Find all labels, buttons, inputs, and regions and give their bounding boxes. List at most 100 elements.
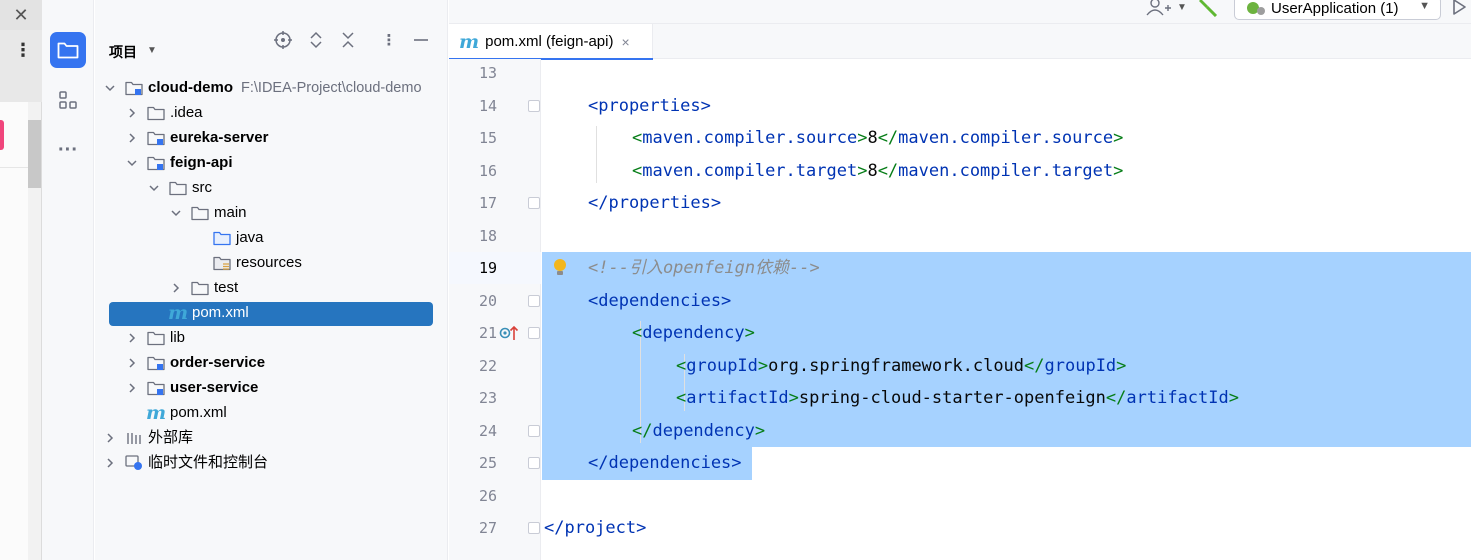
maven-icon: m xyxy=(459,30,480,53)
tree-item-user-service[interactable]: user-service xyxy=(125,376,258,400)
background-toolbar xyxy=(0,30,42,102)
editor-area: ▼ UserApplication (1) ▼ m pom.xml (feign… xyxy=(449,0,1471,560)
add-user-icon[interactable] xyxy=(1145,0,1175,23)
chevron-right-icon[interactable] xyxy=(103,431,117,445)
tree-spacer xyxy=(125,406,139,420)
tree-item-idea[interactable]: .idea xyxy=(125,101,203,125)
structure-tool-button[interactable] xyxy=(50,82,86,118)
tab-pom-xml[interactable]: m pom.xml (feign-api) × xyxy=(449,24,653,60)
tree-item-src[interactable]: src xyxy=(147,176,212,200)
chevron-down-icon[interactable]: ▼ xyxy=(1177,2,1187,13)
tree-item-feign-api[interactable]: feign-api xyxy=(125,151,233,175)
module-folder-icon xyxy=(147,380,165,396)
chevron-down-icon[interactable] xyxy=(103,81,117,95)
chevron-right-icon[interactable] xyxy=(125,106,139,120)
overridden-dependency-icon[interactable] xyxy=(499,324,519,345)
chevron-right-icon[interactable] xyxy=(169,281,183,295)
menu-dots-icon[interactable]: ⋮ xyxy=(14,40,32,60)
module-folder-icon xyxy=(147,130,165,146)
code-line[interactable]: </project> xyxy=(544,512,646,544)
code-line[interactable]: <maven.compiler.source>8</maven.compiler… xyxy=(632,122,1123,154)
more-icon[interactable]: ··· xyxy=(58,138,78,161)
tree-item-lib[interactable]: lib xyxy=(125,326,185,350)
code-token-txt: 8 xyxy=(867,160,878,181)
tree-item-test[interactable]: test xyxy=(169,276,238,300)
close-icon[interactable]: ✕ xyxy=(0,0,42,30)
tree-item-eureka-server[interactable]: eureka-server xyxy=(125,126,268,150)
line-number: 27 xyxy=(478,519,497,537)
code-line[interactable]: <dependencies> xyxy=(588,285,731,317)
chevron-right-icon[interactable] xyxy=(125,131,139,145)
lightbulb-icon[interactable] xyxy=(553,258,567,283)
fold-marker-icon[interactable] xyxy=(528,197,540,209)
indent-guide xyxy=(640,321,641,443)
collapse-all-icon[interactable] xyxy=(338,30,358,50)
module-folder-icon xyxy=(147,155,165,171)
code-line[interactable]: <maven.compiler.target>8</maven.compiler… xyxy=(632,155,1123,187)
code-token-comment: <!--引入openfeign依赖--> xyxy=(588,258,820,278)
code-token-br: </ xyxy=(877,160,899,181)
resources-folder-icon xyxy=(213,255,231,271)
locate-icon[interactable] xyxy=(273,30,293,50)
line-number: 25 xyxy=(478,454,497,472)
line-number: 23 xyxy=(478,389,497,407)
code-line[interactable]: <properties> xyxy=(588,90,711,122)
code-line[interactable]: <artifactId>spring-cloud-starter-openfei… xyxy=(676,382,1239,414)
code-token-tag: </dependencies> xyxy=(588,453,742,473)
chevron-down-icon[interactable] xyxy=(169,206,183,220)
code-line[interactable]: <dependency> xyxy=(632,317,755,349)
code-token-tag: groupId xyxy=(686,355,758,376)
chevron-right-icon[interactable] xyxy=(125,381,139,395)
fold-marker-icon[interactable] xyxy=(528,522,540,534)
run-icon[interactable] xyxy=(1451,0,1467,22)
fold-marker-icon[interactable] xyxy=(528,457,540,469)
chevron-right-icon[interactable] xyxy=(103,456,117,470)
options-icon[interactable]: ⋮ xyxy=(381,32,397,49)
tree-item-order-service[interactable]: order-service xyxy=(125,351,265,375)
code-line[interactable]: </dependencies> xyxy=(588,447,742,479)
fold-marker-icon[interactable] xyxy=(528,424,540,437)
code-token-br: > xyxy=(744,323,755,343)
line-number: 22 xyxy=(478,356,497,375)
fold-marker-icon[interactable] xyxy=(528,294,540,307)
run-configuration-selector[interactable]: UserApplication (1) ▼ xyxy=(1234,0,1441,20)
tree-item-java[interactable]: java xyxy=(191,226,264,250)
current-line-highlight xyxy=(449,252,541,284)
project-tool-button[interactable] xyxy=(50,32,86,68)
chevron-right-icon[interactable] xyxy=(125,331,139,345)
code-line[interactable]: <groupId>org.springframework.cloud</grou… xyxy=(676,350,1126,382)
chevron-down-icon[interactable]: ▼ xyxy=(147,45,157,56)
tree-item-main[interactable]: main xyxy=(169,201,247,225)
code-token-br: > xyxy=(754,420,766,441)
tree-item-label: order-service xyxy=(170,354,266,371)
build-hammer-icon[interactable] xyxy=(1198,0,1220,22)
tree-item[interactable]: 临时文件和控制台 xyxy=(103,451,268,475)
structure-icon xyxy=(59,91,77,109)
code-line[interactable]: </dependency> xyxy=(632,415,765,447)
folder-icon xyxy=(191,280,209,296)
chevron-right-icon[interactable] xyxy=(125,356,139,370)
code-token-txt: spring-cloud-starter-openfeign xyxy=(798,388,1106,408)
code-token-br: < xyxy=(632,160,643,181)
scrollbar-thumb[interactable] xyxy=(28,120,41,188)
tree-item[interactable]: 外部库 xyxy=(103,426,193,450)
minimize-icon[interactable] xyxy=(411,30,431,50)
chevron-down-icon[interactable] xyxy=(147,181,161,195)
close-icon[interactable]: × xyxy=(621,33,630,50)
code-token-tag: dependency xyxy=(642,323,745,343)
code-line[interactable]: <!--引入openfeign依赖--> xyxy=(588,252,820,284)
fold-marker-icon[interactable] xyxy=(528,327,540,339)
code-token-br: < xyxy=(676,355,687,376)
chevron-down-icon[interactable] xyxy=(125,156,139,170)
code-line[interactable]: </properties> xyxy=(588,187,721,219)
code-token-br: > xyxy=(757,355,769,376)
fold-marker-icon[interactable] xyxy=(528,99,540,112)
project-panel-title[interactable]: 项目 xyxy=(109,44,137,60)
background-panel xyxy=(0,102,28,560)
tree-item-resources[interactable]: resources xyxy=(191,251,302,275)
expand-all-icon[interactable] xyxy=(306,30,326,50)
code-token-br: </ xyxy=(1024,355,1045,376)
